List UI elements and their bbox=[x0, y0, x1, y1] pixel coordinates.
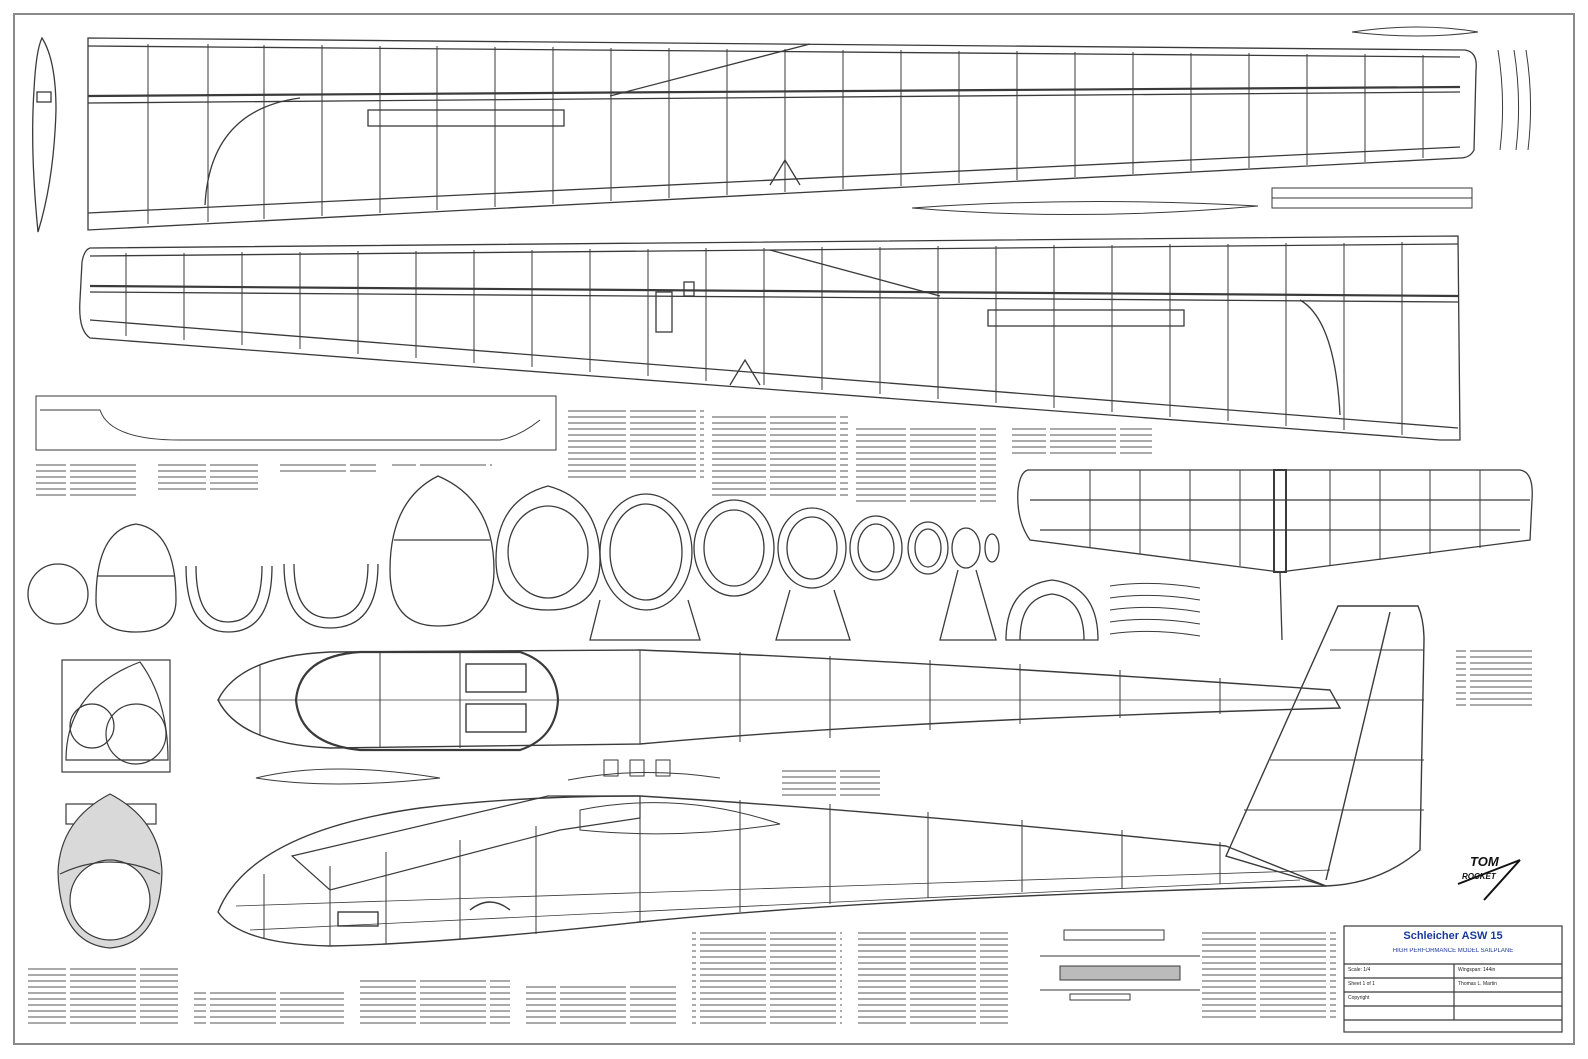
wing-airfoil-inset bbox=[255, 759, 721, 785]
fin-rudder bbox=[1225, 605, 1425, 887]
title-block-cell bbox=[1458, 995, 1560, 1005]
title-block-cell: Thomas L. Martin bbox=[1458, 981, 1497, 987]
title-block-cell: Scale: 1/4 bbox=[1348, 967, 1371, 973]
title-block-cell: Copyright bbox=[1348, 995, 1370, 1001]
horizontal-stabilizer bbox=[1017, 469, 1533, 641]
root-sheeting-detail bbox=[35, 395, 557, 451]
wing-joiner-detail bbox=[1040, 929, 1200, 1001]
title-block-footer bbox=[1348, 1022, 1560, 1032]
small-parts bbox=[1109, 582, 1201, 637]
fuselage-side-view bbox=[217, 795, 1331, 947]
tip-details bbox=[911, 26, 1532, 216]
upper-wing-panel bbox=[87, 37, 1477, 231]
logo-line1: TOM bbox=[1470, 854, 1499, 869]
tom-rocket-logo-mark bbox=[1457, 859, 1521, 901]
fuselage-formers bbox=[27, 475, 1099, 641]
canopy-views bbox=[57, 659, 171, 949]
title-block-cell: Wingspan: 144in bbox=[1458, 967, 1496, 973]
sheet-border bbox=[13, 13, 1575, 1045]
wing-root-airfoil bbox=[32, 36, 57, 233]
title-block-frame bbox=[1343, 925, 1563, 1033]
instruction-text-blocks bbox=[28, 406, 1532, 1024]
plan-subtitle: HIGH PERFORMANCE MODEL SAILPLANE bbox=[1392, 948, 1514, 954]
logo-line2: ROCKET bbox=[1462, 872, 1496, 881]
lower-wing-panel bbox=[79, 235, 1461, 441]
title-block-cell: Sheet 1 of 1 bbox=[1348, 981, 1375, 987]
plan-title: Schleicher ASW 15 bbox=[1403, 930, 1503, 942]
fuselage-top-view bbox=[217, 649, 1342, 752]
